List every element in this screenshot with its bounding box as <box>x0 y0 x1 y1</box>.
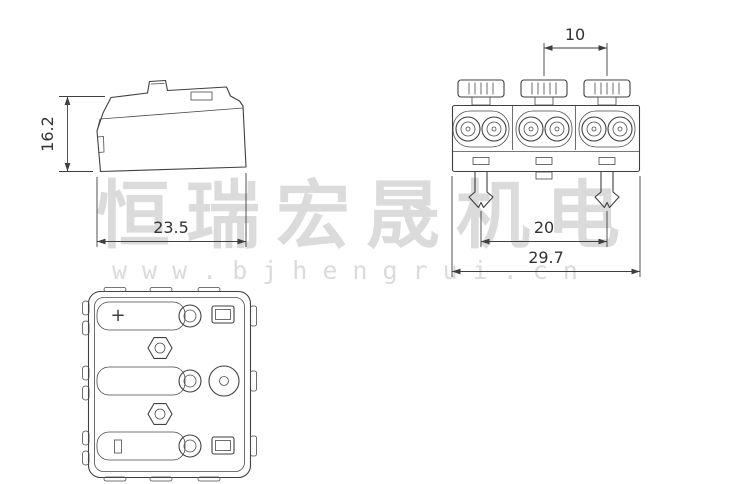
plan-view-side-tabs <box>250 305 257 457</box>
side-view-outline <box>96 79 247 173</box>
plan-view-inner-contour <box>94 297 245 472</box>
plan-view-mounting-boss <box>208 365 240 397</box>
plan-view-edge-bumps <box>103 287 221 482</box>
front-view-base-details <box>472 157 616 165</box>
front-view-snap-feet <box>468 171 620 209</box>
plan-view-release-rings <box>178 304 202 458</box>
dim-front-inner-width: 20 <box>480 211 608 247</box>
dim-side-width-value: 23.5 <box>153 218 189 237</box>
dim-front-pitch-value: 10 <box>565 25 585 44</box>
side-view-lever-detail <box>190 91 213 101</box>
front-view-wire-ports <box>452 110 636 148</box>
plan-view-hex-recesses <box>147 337 173 425</box>
plan-view: + <box>82 287 257 482</box>
side-view-lever-corner <box>96 118 101 132</box>
plan-view-wire-entries <box>82 300 90 466</box>
front-view: 10 20 29.7 <box>451 25 641 277</box>
side-view-lever-edge <box>99 107 244 120</box>
front-view-body <box>451 104 641 173</box>
front-view-buttons <box>457 79 631 106</box>
side-view-latch-inner <box>150 83 165 85</box>
side-view: 16.2 23.5 <box>38 79 247 247</box>
dim-side-width: 23.5 <box>96 173 247 247</box>
dim-front-inner-width-value: 20 <box>534 218 554 237</box>
dim-front-pitch: 10 <box>543 25 608 76</box>
dim-front-overall-width-value: 29.7 <box>528 248 564 267</box>
plus-marking: + <box>110 305 125 326</box>
dim-side-height: 16.2 <box>38 96 105 172</box>
side-view-left-notch <box>96 136 105 153</box>
dim-front-overall-width: 29.7 <box>451 176 641 277</box>
minus-slot-marking <box>114 439 122 454</box>
dim-side-height-value: 16.2 <box>38 116 57 152</box>
plan-view-test-ports <box>211 305 235 455</box>
plan-view-channels <box>96 301 186 461</box>
